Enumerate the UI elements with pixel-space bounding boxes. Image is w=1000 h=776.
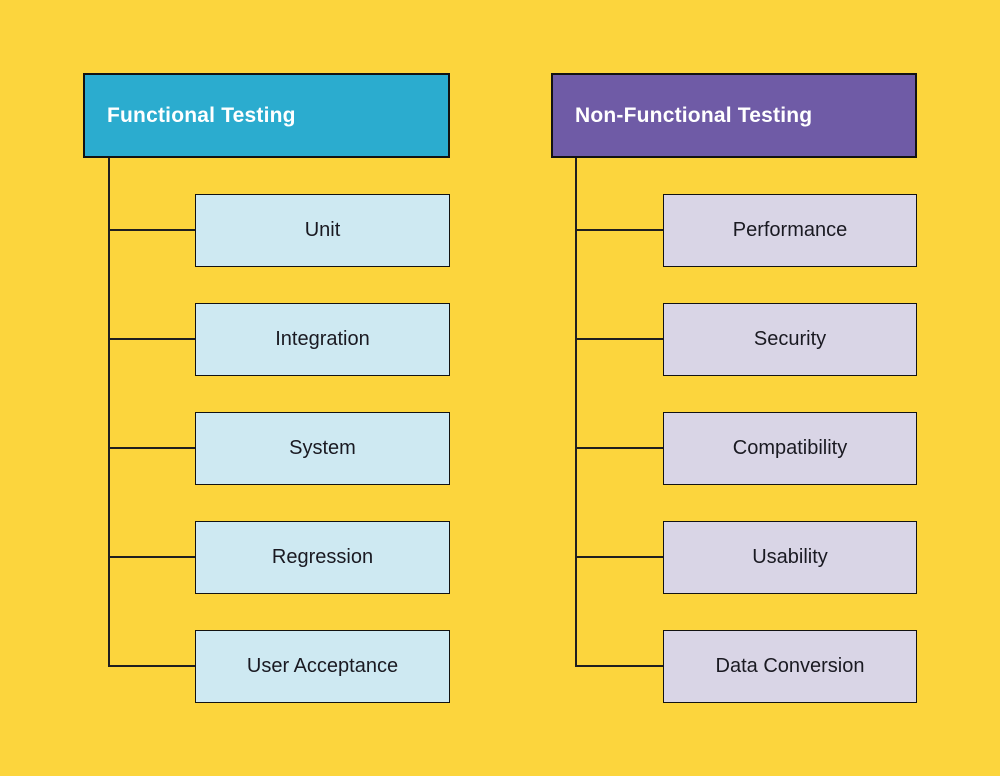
functional-testing-header-label: Functional Testing <box>107 103 296 127</box>
node-integration-label: Integration <box>275 328 370 350</box>
node-compatibility: Compatibility <box>663 412 917 485</box>
functional-branch-line <box>108 338 195 340</box>
non-functional-branch-line <box>575 556 663 558</box>
non-functional-tree-trunk-line <box>575 158 577 667</box>
functional-branch-line <box>108 665 195 667</box>
node-performance: Performance <box>663 194 917 267</box>
functional-branch-line <box>108 556 195 558</box>
functional-tree-trunk-line <box>108 158 110 667</box>
non-functional-branch-line <box>575 665 663 667</box>
node-integration: Integration <box>195 303 450 376</box>
non-functional-branch-line <box>575 338 663 340</box>
node-unit-label: Unit <box>304 219 341 241</box>
node-regression-label: Regression <box>271 546 374 568</box>
functional-branch-line <box>108 229 195 231</box>
node-user-acceptance-label: User Acceptance <box>246 655 399 677</box>
node-system-label: System <box>289 437 356 459</box>
non-functional-testing-header-label: Non-Functional Testing <box>575 103 813 127</box>
node-user-acceptance: User Acceptance <box>195 630 450 703</box>
node-usability-label: Usability <box>752 546 828 568</box>
node-compatibility-label: Compatibility <box>732 437 848 459</box>
node-regression: Regression <box>195 521 450 594</box>
node-security: Security <box>663 303 917 376</box>
node-unit: Unit <box>195 194 450 267</box>
functional-branch-line <box>108 447 195 449</box>
functional-testing-header: Functional Testing <box>83 73 450 158</box>
non-functional-testing-header: Non-Functional Testing <box>551 73 917 158</box>
node-data-conversion: Data Conversion <box>663 630 917 703</box>
node-security-label: Security <box>753 328 827 350</box>
node-performance-label: Performance <box>732 219 848 241</box>
node-data-conversion-label: Data Conversion <box>715 655 865 677</box>
non-functional-branch-line <box>575 447 663 449</box>
node-usability: Usability <box>663 521 917 594</box>
node-system: System <box>195 412 450 485</box>
non-functional-branch-line <box>575 229 663 231</box>
